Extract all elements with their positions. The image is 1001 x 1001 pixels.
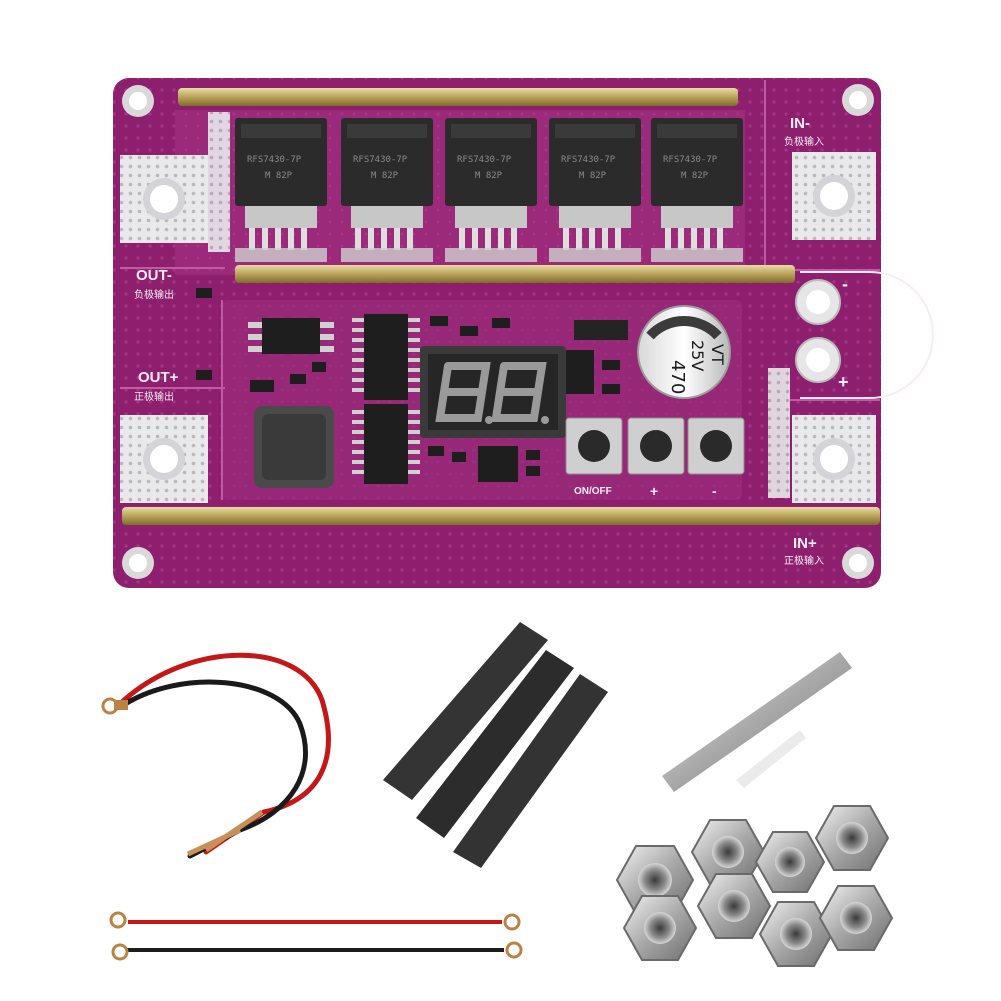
mosfet-code: M 82P — [265, 171, 293, 181]
mosfet: RFS7430-7P M 82P — [651, 118, 743, 262]
cap-pad-plus-label: + — [838, 372, 849, 392]
bus-bar-middle — [235, 265, 795, 283]
seven-segment-display — [420, 346, 566, 438]
driver-ic — [352, 314, 420, 400]
in-minus-pad — [792, 152, 876, 240]
out-minus-cn-label: 负极输出 — [134, 288, 174, 301]
mosfet-code: M 82P — [371, 171, 399, 181]
in-minus-label: IN- — [790, 115, 810, 132]
hex-nut — [818, 885, 894, 951]
mosfet-marking: RFS7430-7P — [663, 155, 718, 165]
mosfet: RFS7430-7P M 82P — [445, 118, 537, 262]
cap-terminal-minus — [795, 279, 841, 325]
mosfet: RFS7430-7P M 82P — [341, 118, 433, 262]
heat-shrink-tubes — [383, 622, 608, 868]
mosfet-marking: RFS7430-7P — [247, 155, 302, 165]
inductor — [254, 406, 334, 488]
mosfet-code: M 82P — [681, 171, 709, 181]
mount-hole — [842, 547, 874, 579]
capacitor: 470 25V VT — [637, 305, 731, 399]
mosfet: RFS7430-7P M 82P — [235, 118, 327, 262]
mount-hole — [122, 85, 154, 117]
short-power-cables — [109, 911, 523, 961]
hex-nut — [622, 895, 698, 961]
in-minus-cn-label: 负极输入 — [784, 135, 824, 148]
mosfet: RFS7430-7P M 82P — [549, 118, 641, 262]
driver-ic — [352, 404, 420, 484]
bus-bar-bottom — [122, 507, 880, 525]
out-minus-pad — [120, 155, 208, 243]
onoff-button[interactable] — [565, 417, 623, 475]
cap-pad-minus-label: - — [842, 274, 848, 294]
mosfet-marking: RFS7430-7P — [457, 155, 512, 165]
mount-hole — [842, 84, 874, 116]
in-plus-label: IN+ — [793, 535, 817, 552]
small-ic — [248, 318, 334, 354]
mosfet-code: M 82P — [579, 171, 607, 181]
mosfet-row: RFS7430-7P M 82P RFS7430-7P M 82P RFS743… — [235, 118, 743, 262]
capacitor-value: 470 — [667, 360, 688, 394]
hex-nut — [758, 901, 834, 967]
hex-nut — [690, 819, 766, 885]
out-plus-pad — [120, 415, 208, 503]
pcb-board: - + RFS7430-7P M 82P RFS7430-7P M 82P — [113, 78, 934, 588]
capacitor-series: VT — [708, 344, 727, 365]
out-plus-cn-label: 正极输出 — [134, 390, 174, 403]
plus-button[interactable] — [627, 417, 685, 475]
mosfet-marking: RFS7430-7P — [353, 155, 408, 165]
bus-bar-top — [178, 88, 738, 106]
hex-nut — [814, 805, 890, 871]
minus-button[interactable] — [687, 417, 745, 475]
minus-button-label: - — [712, 483, 717, 499]
mount-hole — [122, 547, 154, 579]
hex-nut — [754, 831, 826, 893]
in-plus-cn-label: 正极输入 — [784, 554, 824, 567]
capacitor-voltage: 25V — [688, 340, 707, 371]
out-minus-label: OUT- — [136, 267, 172, 284]
mosfet-marking: RFS7430-7P — [561, 155, 616, 165]
mosfet-code: M 82P — [475, 171, 503, 181]
hex-nut — [696, 873, 772, 939]
hex-nuts — [615, 805, 894, 967]
cap-terminal-plus — [795, 337, 841, 383]
in-plus-pad — [792, 415, 876, 503]
smd-parts — [196, 288, 628, 482]
plus-button-label: + — [650, 483, 658, 499]
out-plus-label: OUT+ — [138, 369, 179, 386]
nickel-strip — [662, 652, 852, 792]
onoff-button-label: ON/OFF — [574, 486, 612, 497]
welding-pen-cable — [101, 652, 331, 859]
